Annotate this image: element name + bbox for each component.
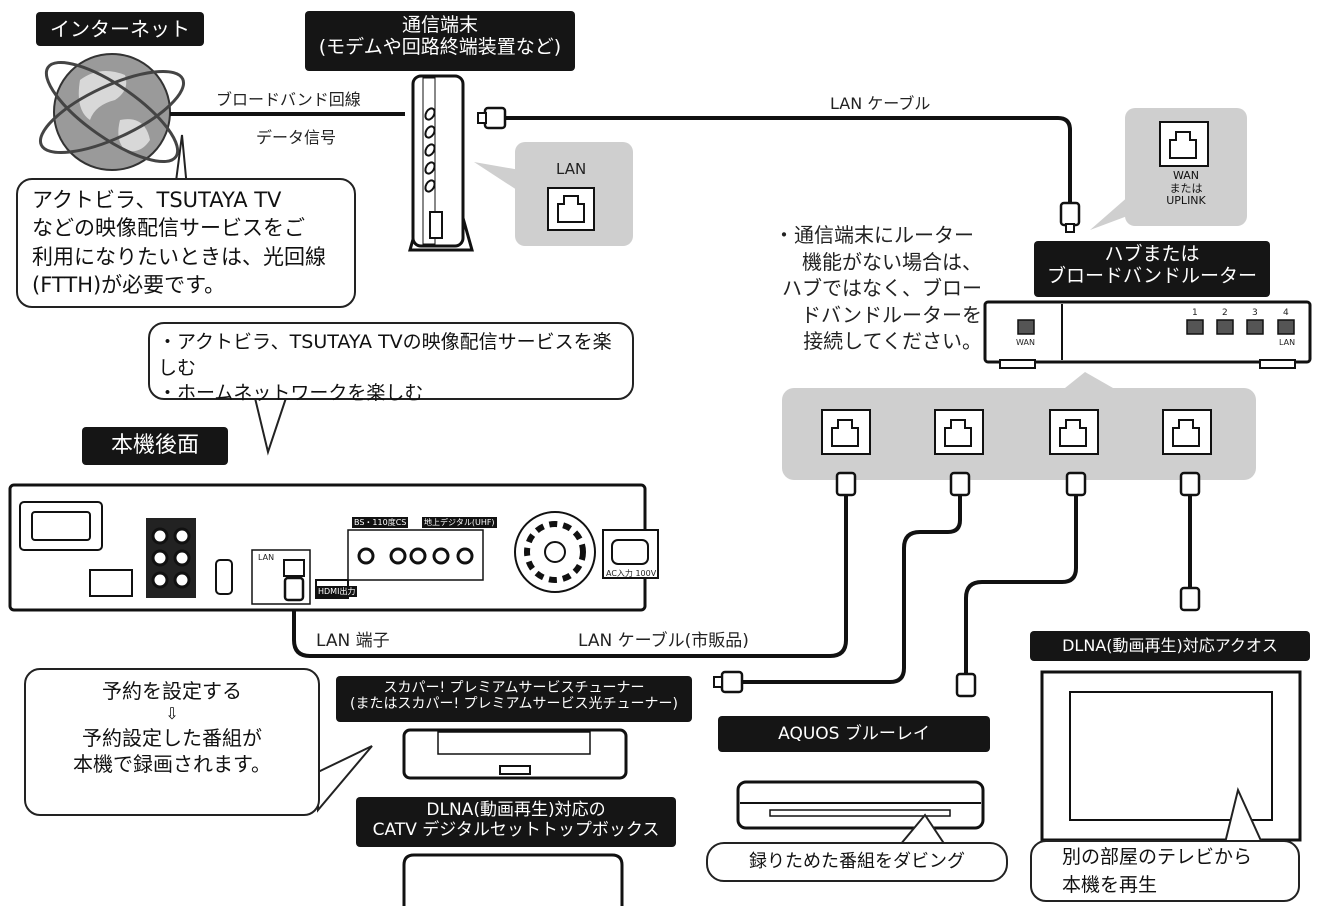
router-device bbox=[983, 300, 1312, 369]
port-num-3: 3 bbox=[1252, 308, 1258, 318]
wan-line1: WAN bbox=[1172, 169, 1200, 182]
rear-panel-label: 本機後面 bbox=[82, 427, 228, 465]
hub-router-label: ハブまたは ブロードバンドルーター bbox=[1034, 241, 1270, 297]
lan-cable-top bbox=[505, 116, 1072, 203]
lan-port-label: LAN 端子 bbox=[316, 631, 390, 651]
router-note-line5: 接続してください。 bbox=[803, 329, 982, 354]
lan-cable-top-label: LAN ケーブル bbox=[830, 94, 931, 113]
lan-cable-retail-label: LAN ケーブル(市販品) bbox=[578, 631, 749, 651]
lan-plug-icon bbox=[283, 576, 305, 602]
router-lan-label: LAN bbox=[1279, 338, 1296, 347]
wan-label: WAN または UPLINK bbox=[1130, 169, 1242, 208]
reserve-line3: 本機で録画されます。 bbox=[73, 751, 271, 776]
port-num-4: 4 bbox=[1283, 308, 1289, 318]
ftth-line3: 利用になりたいときは、光回線 bbox=[32, 244, 326, 269]
playback-line1: 別の部屋のテレビから bbox=[1062, 846, 1253, 868]
globe-icon bbox=[38, 53, 186, 171]
lan-plug-icon bbox=[1059, 201, 1081, 233]
catv-box-device bbox=[402, 853, 624, 906]
panel-bs-label: BS・110度CS bbox=[352, 517, 409, 528]
playback-line2: 本機を再生 bbox=[1062, 873, 1158, 896]
router-note-line4: ドバンドルーターを bbox=[801, 302, 982, 327]
ftth-line1: アクトビラ、TSUTAYA TV bbox=[32, 188, 282, 212]
hub-label-line2: ブロードバンドルーター bbox=[1047, 264, 1257, 287]
enjoy-line1: ・アクトビラ、TSUTAYA TVの映像配信サービスを楽しむ bbox=[158, 331, 612, 379]
panel-lan-label: LAN bbox=[258, 553, 275, 562]
panel-uhf-label: 地上デジタル(UHF) bbox=[422, 517, 497, 528]
modem-label-line1: 通信端末 bbox=[401, 14, 478, 36]
catv-line1: DLNA(動画再生)対応の bbox=[426, 800, 606, 820]
reserve-line1: 予約を設定する bbox=[102, 679, 242, 703]
skyperfect-line1: スカパー! プレミアムサービスチューナー bbox=[383, 680, 645, 696]
ftth-line4: (FTTH)が必要です。 bbox=[32, 273, 226, 298]
hub-label-line1: ハブまたは bbox=[1104, 243, 1200, 265]
lan-plug-icon bbox=[713, 471, 1201, 698]
router-ports-callout bbox=[782, 372, 1256, 480]
bluray-recorder-device bbox=[736, 780, 985, 830]
broadband-line-label: ブロードバンド回線 bbox=[216, 90, 361, 109]
router-cables bbox=[292, 495, 1192, 684]
modem-device bbox=[408, 74, 474, 252]
wan-line2: または bbox=[1169, 181, 1203, 195]
catv-label: DLNA(動画再生)対応の CATV デジタルセットトップボックス bbox=[356, 797, 676, 847]
router-wan-label: WAN bbox=[1016, 338, 1035, 347]
enjoy-callout: ・アクトビラ、TSUTAYA TVの映像配信サービスを楽しむ ・ホームネットワー… bbox=[148, 322, 634, 404]
port-num-1: 1 bbox=[1192, 308, 1198, 318]
wan-callout bbox=[1090, 108, 1247, 230]
modem-lan-callout bbox=[474, 142, 633, 246]
aquos-tv-label: DLNA(動画再生)対応アクオス bbox=[1030, 631, 1310, 661]
reserve-line2: 予約設定した番組が bbox=[82, 725, 262, 750]
router-note-line3: ハブではなく、ブロー bbox=[782, 276, 982, 301]
router-note-line1: ・通信端末にルーター bbox=[774, 223, 974, 247]
ftth-callout: アクトビラ、TSUTAYA TV などの映像配信サービスをご 利用になりたいとき… bbox=[16, 178, 356, 308]
skyperfect-line2: (またはスカパー! プレミアムサービス光チューナー) bbox=[349, 696, 678, 713]
rear-panel-device bbox=[8, 483, 659, 612]
skyperfect-label: スカパー! プレミアムサービスチューナー (またはスカパー! プレミアムサービス… bbox=[336, 676, 692, 722]
router-note-line2: 機能がない場合は、 bbox=[802, 249, 982, 274]
lan-plug-icon bbox=[477, 106, 507, 130]
reserve-callout: 予約を設定する ⇩ 予約設定した番組が 本機で録画されます。 bbox=[24, 668, 320, 816]
enjoy-line2: ・ホームネットワークを楽しむ bbox=[158, 382, 424, 405]
port-num-2: 2 bbox=[1222, 308, 1228, 318]
modem-label: 通信端末 (モデムや回路終端装置など) bbox=[305, 11, 575, 71]
internet-label: インターネット bbox=[36, 12, 204, 46]
skyperfect-tuner-device bbox=[402, 728, 628, 780]
modem-label-line2: (モデムや回路終端装置など) bbox=[318, 35, 562, 58]
panel-hdmi-label: HDMI出力 bbox=[316, 586, 358, 597]
ftth-line2: などの映像配信サービスをご bbox=[32, 216, 305, 241]
data-signal-label: データ信号 bbox=[256, 128, 337, 147]
playback-callout: 別の部屋のテレビから 本機を再生 bbox=[1030, 840, 1300, 902]
catv-line2: CATV デジタルセットトップボックス bbox=[372, 819, 660, 840]
dubbing-callout: 録りためた番組をダビング bbox=[706, 842, 1008, 882]
router-note: ・通信端末にルーター 機能がない場合は、 ハブではなく、ブロー ドバンドルーター… bbox=[774, 222, 982, 355]
reserve-arrow-icon: ⇩ bbox=[165, 704, 179, 723]
wan-line3: UPLINK bbox=[1166, 194, 1206, 208]
modem-lan-label: LAN bbox=[556, 160, 587, 178]
aquos-tv-device bbox=[1040, 670, 1302, 861]
aquos-bd-label: AQUOS ブルーレイ bbox=[718, 716, 990, 752]
panel-ac-label: AC入力 100V bbox=[606, 569, 657, 578]
